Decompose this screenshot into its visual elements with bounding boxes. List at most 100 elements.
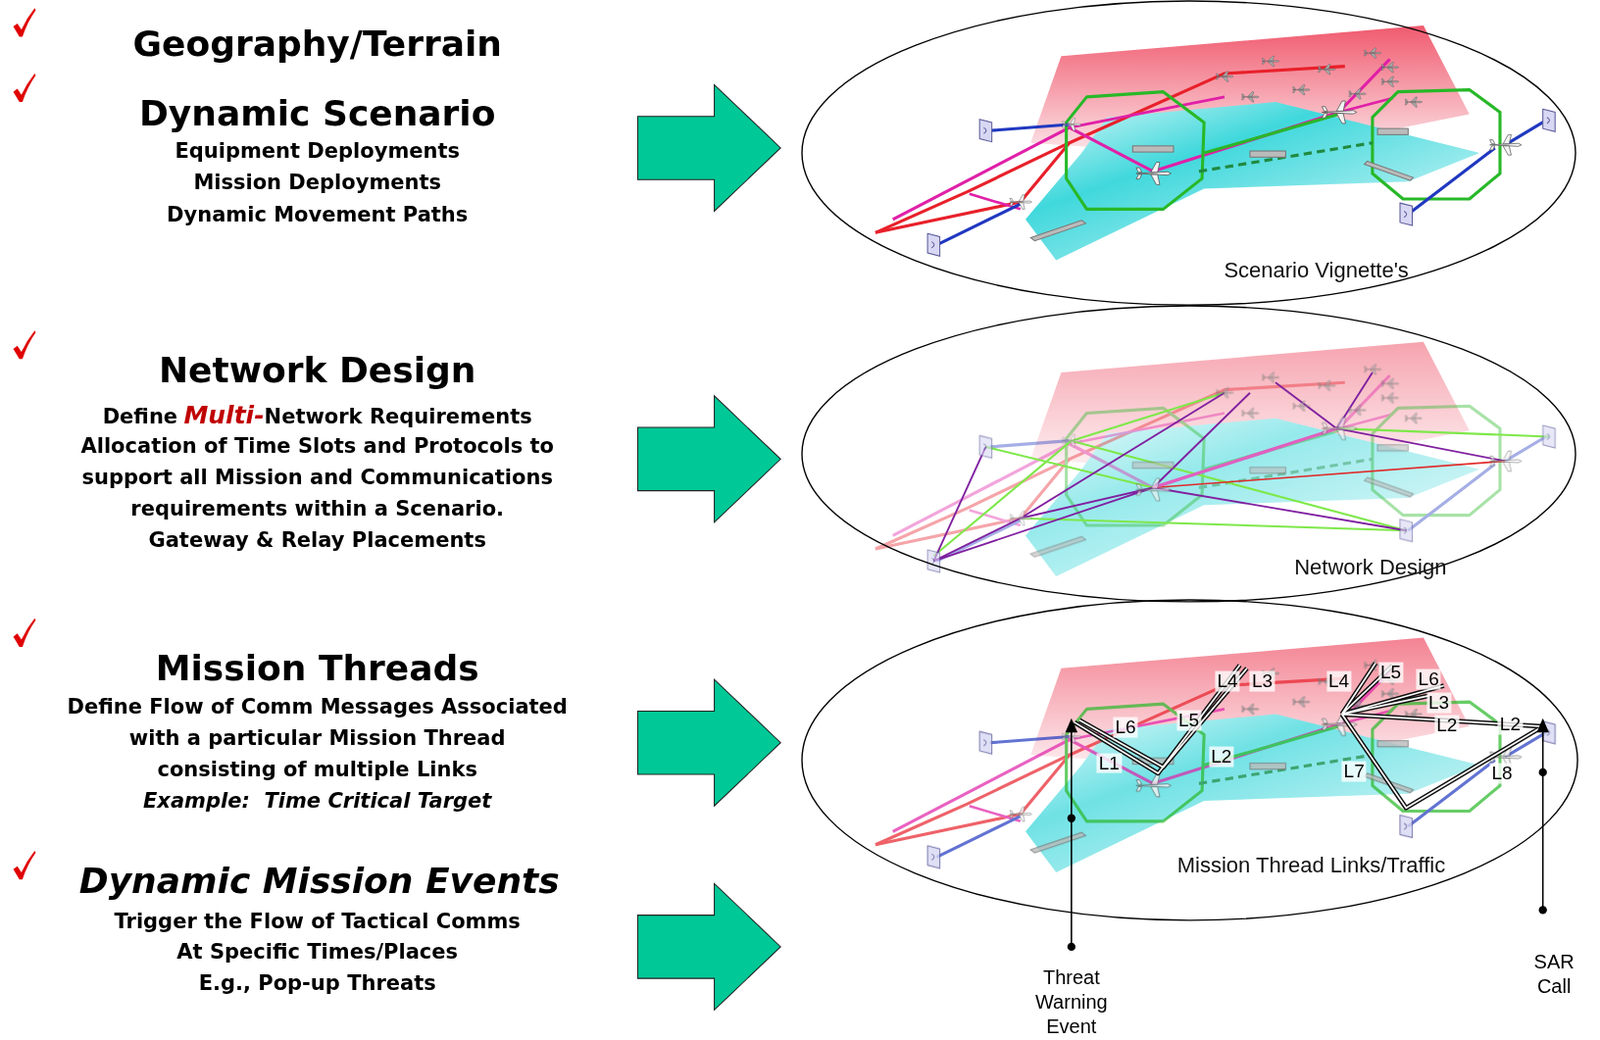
link-label-row: L6	[1416, 669, 1442, 691]
check-mark	[13, 618, 37, 648]
link-label: L3	[1426, 693, 1451, 714]
example-line: Example: Time Critical Target	[143, 789, 492, 814]
link-label: L5	[1378, 661, 1403, 683]
example-line-row: Example: Time Critical Target	[143, 789, 492, 814]
description-line-row: At Specific Times/Places	[176, 941, 458, 966]
link-label-row: L2	[1208, 747, 1234, 768]
network-design-art	[875, 342, 1555, 577]
event-arrow	[1539, 768, 1548, 777]
link-label: L6	[1416, 669, 1442, 691]
section-heading: Dynamic Mission Events	[79, 861, 560, 902]
description-line: with a particular Mission Thread	[129, 726, 506, 751]
link-label-row: L4	[1326, 671, 1351, 693]
link-label-row: L5	[1176, 709, 1201, 731]
description-line: Define	[102, 404, 178, 430]
check-mark	[13, 73, 37, 102]
scenario-ellipse: Mission Thread Links/Traffic	[800, 599, 1579, 922]
thread-link	[1342, 663, 1544, 809]
mission-thread-art	[875, 671, 1547, 857]
description-line: Network Requirements	[264, 404, 533, 430]
link-label-row: L4	[1215, 671, 1241, 693]
section-heading: Geography/Terrain	[132, 23, 502, 64]
ellipse-outline	[801, 600, 1578, 921]
description-line: requirements within a Scenario.	[130, 498, 504, 523]
ellipse-caption: Scenario Vignette's	[1223, 257, 1408, 284]
link-label: L5	[1176, 709, 1201, 731]
link-label: L4	[1326, 671, 1351, 693]
network-link	[1152, 460, 1505, 488]
link-label: L2	[1208, 747, 1234, 768]
event-arrow	[1536, 718, 1549, 734]
link-label: L3	[1250, 671, 1275, 693]
network-link	[933, 372, 1505, 562]
description-line-row: Define Flow of Comm Messages Associated	[66, 696, 567, 721]
mission-thread-art	[875, 638, 1555, 873]
link-label-row: L2	[1434, 715, 1459, 737]
ellipse-outline	[800, 0, 1577, 306]
description-line-row: Trigger the Flow of Tactical Comms	[114, 909, 521, 935]
event-arrow	[1070, 730, 1073, 948]
link-label-row: L3	[1426, 693, 1451, 714]
description-line: At Specific Times/Places	[176, 941, 458, 966]
event-arrow	[1067, 943, 1076, 951]
block-arrow	[638, 396, 782, 523]
check-mark	[13, 330, 37, 359]
thread-link	[1074, 663, 1544, 809]
section-heading-row: Dynamic Scenario	[139, 93, 496, 134]
check-mark	[13, 7, 37, 880]
link-label-row: L8	[1490, 762, 1515, 784]
scenario-vignette-art	[875, 25, 1555, 260]
scenario-vignette-art	[875, 58, 1547, 245]
thread-link	[1074, 665, 1241, 774]
section-heading-row: Dynamic Mission Events	[79, 861, 560, 902]
description-line-row: DefineMulti-Network Requirements	[102, 400, 533, 431]
link-label-row: L6	[1112, 717, 1138, 739]
description-line-row: Dynamic Movement Paths	[166, 202, 468, 228]
ellipse-outline	[801, 0, 1576, 305]
link-label-row: L7	[1342, 760, 1367, 782]
block-arrow	[638, 84, 782, 1010]
section-heading: Dynamic Scenario	[139, 93, 496, 134]
emphasis-word: Multi-	[183, 400, 264, 431]
description-line-row: Gateway & Relay Placements	[148, 528, 486, 553]
network-design-art	[927, 364, 1555, 573]
description-line: Mission Deployments	[193, 171, 442, 197]
section-heading: Mission Threads	[155, 648, 480, 689]
description-line-row: support all Mission and Communications	[81, 466, 552, 492]
section-heading-row: Geography/Terrain	[132, 23, 502, 64]
section-heading: Network Design	[158, 350, 476, 391]
link-label-row: L5	[1378, 661, 1403, 683]
link-label-row: L3	[1250, 671, 1275, 693]
section-heading-row: Mission Threads	[155, 648, 480, 689]
link-label: L1	[1097, 752, 1122, 774]
check-mark	[13, 850, 37, 880]
mission-thread-art	[927, 659, 1555, 868]
event-arrow	[1065, 718, 1550, 951]
description-line-row: Allocation of Time Slots and Protocols t…	[80, 434, 554, 459]
link-label: L7	[1342, 760, 1367, 782]
description-line: consisting of multiple Links	[156, 757, 477, 783]
block-arrow	[638, 84, 782, 211]
description-line: Trigger the Flow of Tactical Comms	[114, 909, 521, 935]
illustration	[13, 7, 1556, 1010]
event-arrow	[1542, 730, 1545, 910]
description-line-row: consisting of multiple Links	[156, 757, 477, 783]
event-label-row: SAR Call	[1534, 950, 1575, 1000]
link-label: L2	[1434, 715, 1459, 737]
description-line: Allocation of Time Slots and Protocols t…	[80, 434, 554, 459]
description-line-row: with a particular Mission Thread	[129, 726, 506, 751]
description-line: Define Flow of Comm Messages Associated	[66, 696, 567, 721]
description-line-row: E.g., Pop-up Threats	[199, 972, 437, 998]
description-line-row: Mission Deployments	[193, 171, 442, 197]
event-label-row: Threat Warning Event	[1035, 965, 1108, 1040]
description-line-row: requirements within a Scenario.	[130, 498, 504, 523]
network-link	[933, 393, 1550, 557]
event-arrow	[1065, 718, 1078, 734]
thread-link	[1074, 665, 1241, 774]
description-line: Gateway & Relay Placements	[148, 528, 486, 553]
event-arrow	[1539, 905, 1548, 914]
thread-link	[1074, 663, 1544, 809]
scenario-vignette-art	[927, 48, 1555, 256]
block-arrow	[638, 883, 782, 1010]
